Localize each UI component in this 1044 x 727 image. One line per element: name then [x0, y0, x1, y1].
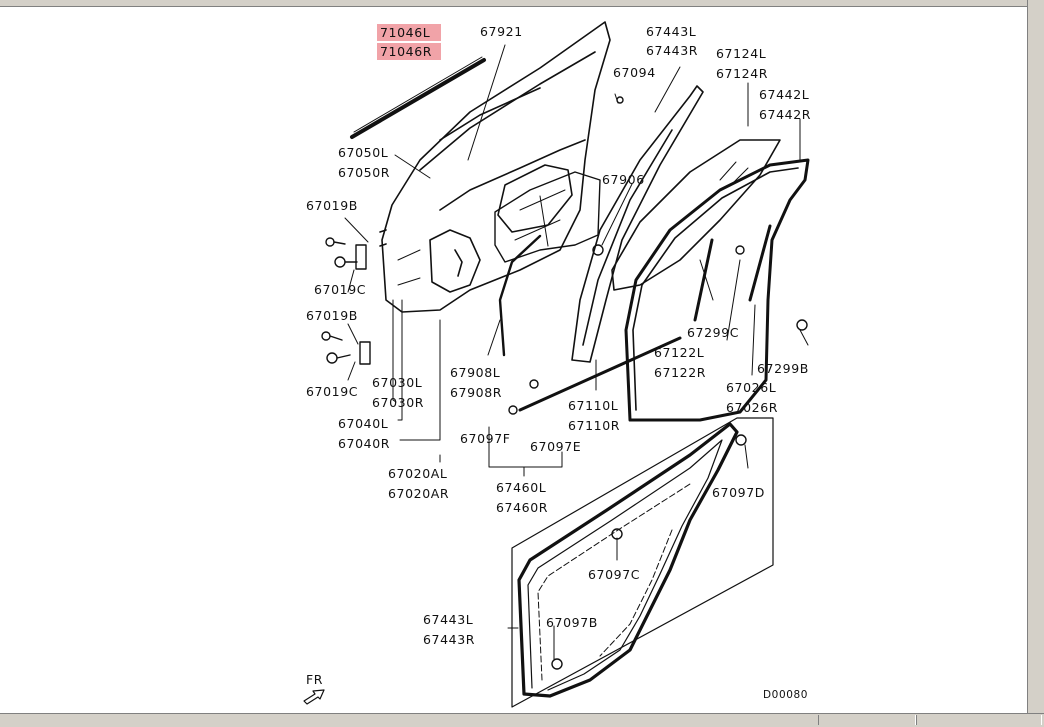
- svg-text:67050L: 67050L: [338, 145, 388, 160]
- svg-text:67094: 67094: [613, 65, 656, 80]
- highlight-71046-R: [377, 43, 441, 60]
- callout-67019b-top[interactable]: 67019B: [306, 198, 358, 213]
- svg-text:67442L: 67442L: [759, 87, 809, 102]
- svg-text:67124R: 67124R: [716, 66, 768, 81]
- svg-text:67460L: 67460L: [496, 480, 546, 495]
- svg-text:71046L: 71046L: [380, 25, 430, 40]
- svg-text:67097C: 67097C: [588, 567, 640, 582]
- callout-67019c-bottom[interactable]: 67019C: [306, 384, 358, 399]
- svg-text:67040R: 67040R: [338, 436, 390, 451]
- callout-67094[interactable]: 67094: [613, 65, 656, 80]
- svg-text:67443R: 67443R: [646, 43, 698, 58]
- svg-text:67110R: 67110R: [568, 418, 620, 433]
- svg-text:67460R: 67460R: [496, 500, 548, 515]
- callout-67442[interactable]: 67442L 67442R: [759, 87, 811, 122]
- callout-67906[interactable]: 67906: [602, 172, 645, 187]
- svg-text:67097F: 67097F: [460, 431, 511, 446]
- svg-text:67097B: 67097B: [546, 615, 598, 630]
- front-arrow-icon: [303, 689, 325, 705]
- glass-run-drawing: [571, 85, 704, 363]
- callout-67460[interactable]: 67460L 67460R: [496, 480, 548, 515]
- callout-67443-lower[interactable]: 67443L 67443R: [423, 612, 475, 647]
- callout-67299c[interactable]: 67299C: [687, 325, 739, 340]
- callout-67019c-top[interactable]: 67019C: [314, 282, 366, 297]
- svg-text:67026L: 67026L: [726, 380, 776, 395]
- window-top-border: [0, 0, 1044, 7]
- sash-drawing: [518, 336, 682, 412]
- callout-67097c[interactable]: 67097C: [588, 567, 640, 582]
- svg-text:67299B: 67299B: [757, 361, 809, 376]
- callout-67097d[interactable]: 67097D: [712, 485, 765, 500]
- door-panel-drawing: [379, 21, 611, 313]
- svg-text:67908L: 67908L: [450, 365, 500, 380]
- svg-text:67019C: 67019C: [306, 384, 358, 399]
- callout-67020[interactable]: 67020AL 67020AR: [388, 466, 449, 501]
- channel-drawing: [693, 224, 772, 322]
- svg-text:67097D: 67097D: [712, 485, 765, 500]
- vertical-scrollbar[interactable]: [1027, 0, 1044, 714]
- callout-67443-upper[interactable]: 67443L 67443R: [646, 24, 698, 58]
- callout-67030[interactable]: 67030L 67030R: [372, 375, 424, 410]
- status-bar-panel: [916, 715, 1042, 725]
- direction-label: FR: [306, 672, 323, 687]
- svg-text:67019C: 67019C: [314, 282, 366, 297]
- svg-text:71046R: 71046R: [380, 44, 432, 59]
- svg-text:67443L: 67443L: [646, 24, 696, 39]
- detail-box: [511, 417, 774, 708]
- svg-text:67050R: 67050R: [338, 165, 390, 180]
- status-bar-panel: [818, 715, 916, 725]
- svg-text:67019B: 67019B: [306, 198, 358, 213]
- callout-67097f[interactable]: 67097F: [460, 431, 511, 446]
- svg-text:67442R: 67442R: [759, 107, 811, 122]
- callout-67050[interactable]: 67050L 67050R: [338, 145, 390, 180]
- svg-text:67030R: 67030R: [372, 395, 424, 410]
- svg-text:67020AL: 67020AL: [388, 466, 447, 481]
- callout-67026[interactable]: 67026L 67026R: [726, 380, 778, 415]
- svg-text:67110L: 67110L: [568, 398, 618, 413]
- door-glass-drawing: [611, 139, 781, 291]
- highlight-71046-L: [377, 24, 441, 41]
- svg-text:67026R: 67026R: [726, 400, 778, 415]
- svg-text:67122L: 67122L: [654, 345, 704, 360]
- regulator-drawing: [494, 171, 601, 263]
- lower-weatherstrip-drawing: [517, 422, 739, 698]
- seal-67908-drawing: [498, 234, 542, 357]
- belt-molding-drawing: [350, 56, 486, 139]
- figure-code: D00080: [763, 689, 808, 701]
- svg-text:67097E: 67097E: [530, 439, 581, 454]
- svg-text:67122R: 67122R: [654, 365, 706, 380]
- fasteners: [321, 96, 808, 670]
- callout-67040[interactable]: 67040L 67040R: [338, 416, 390, 451]
- callout-67097e[interactable]: 67097E: [530, 439, 581, 454]
- svg-text:67124L: 67124L: [716, 46, 766, 61]
- callout-71046[interactable]: 71046L 71046R: [380, 25, 432, 59]
- svg-text:67921: 67921: [480, 24, 523, 39]
- callout-67908[interactable]: 67908L 67908R: [450, 365, 502, 400]
- weatherstrip-drawing: [624, 158, 810, 422]
- status-bar: [0, 713, 1044, 727]
- callout-67299b[interactable]: 67299B: [757, 361, 809, 376]
- svg-text:67299C: 67299C: [687, 325, 739, 340]
- svg-text:67019B: 67019B: [306, 308, 358, 323]
- callout-67124[interactable]: 67124L 67124R: [716, 46, 768, 81]
- svg-text:67020AR: 67020AR: [388, 486, 449, 501]
- callout-67097b[interactable]: 67097B: [546, 615, 598, 630]
- callout-67110[interactable]: 67110L 67110R: [568, 398, 620, 433]
- svg-text:67906: 67906: [602, 172, 645, 187]
- svg-text:67443R: 67443R: [423, 632, 475, 647]
- svg-text:67443L: 67443L: [423, 612, 473, 627]
- callout-67122[interactable]: 67122L 67122R: [654, 345, 706, 380]
- callout-67019b-bottom[interactable]: 67019B: [306, 308, 358, 323]
- svg-text:67040L: 67040L: [338, 416, 388, 431]
- svg-text:67908R: 67908R: [450, 385, 502, 400]
- callout-67921[interactable]: 67921: [480, 24, 523, 39]
- svg-text:67030L: 67030L: [372, 375, 422, 390]
- leader-lines: [344, 44, 809, 661]
